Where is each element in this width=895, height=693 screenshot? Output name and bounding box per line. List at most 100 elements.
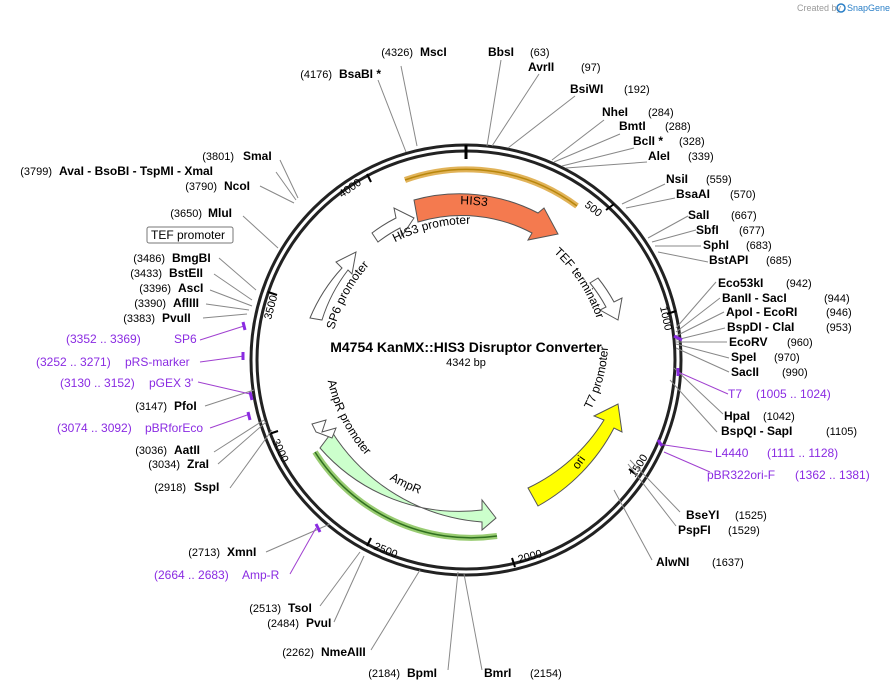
site-pos-tsoI: (2513) <box>249 603 281 615</box>
site-name-bstAPI[interactable]: BstAPI <box>709 253 748 267</box>
site-pos-eco53kI: (942) <box>786 278 812 290</box>
site-name-zraI[interactable]: ZraI <box>187 457 209 471</box>
ampr-arrow[interactable] <box>319 431 497 532</box>
brand-name: SnapGene <box>847 3 890 13</box>
tef-promoter-box[interactable] <box>146 226 234 244</box>
site-pos-bsiWI: (192) <box>624 84 650 96</box>
site-name-nheI[interactable]: NheI <box>602 105 628 119</box>
site-pos-ncoI: (3790) <box>185 181 217 193</box>
site-name-bsiWI[interactable]: BsiWI <box>570 82 603 96</box>
primer-name-t7[interactable]: T7 <box>728 387 742 401</box>
site-pos-bspDI-claI: (953) <box>826 322 852 334</box>
site-pos-sphI: (683) <box>746 240 772 252</box>
site-name-bmtI[interactable]: BmtI <box>619 119 646 133</box>
site-name-pspFI[interactable]: PspFI <box>678 523 711 537</box>
site-pos-avaI: (3799) <box>20 166 52 178</box>
site-name-tsoI[interactable]: TsoI <box>288 601 312 615</box>
primer-name-sp6[interactable]: SP6 <box>174 332 197 346</box>
site-name-mscI[interactable]: MscI <box>420 45 447 59</box>
site-name-bmgBI[interactable]: BmgBI <box>172 251 211 265</box>
primer-leader-lines <box>197 325 729 575</box>
ampr-promoter-arrow[interactable] <box>311 419 337 439</box>
site-name-hpaI[interactable]: HpaI <box>724 409 750 423</box>
site-name-sspI[interactable]: SspI <box>194 480 219 494</box>
his3-promoter-arrow[interactable] <box>371 207 415 243</box>
site-name-speI[interactable]: SpeI <box>731 350 756 364</box>
site-name-pvuI[interactable]: PvuI <box>306 616 331 630</box>
primer-range-sp6: (3352 .. 3369) <box>66 332 141 346</box>
site-pos-nmeAIII: (2262) <box>282 647 314 659</box>
primer-range-prs-marker: (3252 .. 3271) <box>36 355 111 369</box>
snapgene-logo-icon <box>836 3 846 13</box>
his3-arrow[interactable] <box>413 193 559 241</box>
site-pos-smaI: (3801) <box>202 151 234 163</box>
site-name-ascI[interactable]: AscI <box>178 281 203 295</box>
site-name-sphI[interactable]: SphI <box>703 238 729 252</box>
his3-highlight-line <box>404 168 578 207</box>
primer-name-prs-marker[interactable]: pRS-marker <box>125 355 190 369</box>
site-name-bmrI[interactable]: BmrI <box>484 666 511 680</box>
site-name-sbfI[interactable]: SbfI <box>696 223 719 237</box>
primer-range-t7: (1005 .. 1024) <box>756 387 831 401</box>
sp6-promoter-arrow[interactable] <box>309 251 357 321</box>
site-pos-alwNI: (1637) <box>712 557 744 569</box>
primer-name-pbr322ori-f[interactable]: pBR322ori-F <box>707 468 775 482</box>
primer-range-pbr322ori-f: (1362 .. 1381) <box>795 468 870 482</box>
site-name-xmnI[interactable]: XmnI <box>227 545 256 559</box>
site-name-aleI[interactable]: AleI <box>648 149 670 163</box>
site-pos-avrII: (97) <box>581 62 601 74</box>
site-pos-speI: (970) <box>774 352 800 364</box>
site-pos-apoI-ecoRI: (946) <box>826 307 852 319</box>
primer-name-pgex3[interactable]: pGEX 3' <box>149 376 193 390</box>
site-name-bsaAI[interactable]: BsaAI <box>676 187 710 201</box>
site-name-ncoI[interactable]: NcoI <box>224 179 250 193</box>
site-name-bbsI[interactable]: BbsI <box>488 45 514 59</box>
site-name-nsiI[interactable]: NsiI <box>666 172 688 186</box>
site-name-aflIII[interactable]: AflIII <box>173 296 199 310</box>
site-pos-bstEII: (3433) <box>130 268 162 280</box>
site-name-eco53kI[interactable]: Eco53kI <box>718 276 763 290</box>
site-pos-bsaAI: (570) <box>730 189 756 201</box>
site-name-pfoI[interactable]: PfoI <box>174 399 197 413</box>
site-name-sacII[interactable]: SacII <box>731 365 759 379</box>
site-pos-bstAPI: (685) <box>766 255 792 267</box>
primer-name-pbrforeco[interactable]: pBRforEco <box>145 421 203 435</box>
primer-name-amp-r[interactable]: Amp-R <box>242 568 280 582</box>
site-pos-sacII: (990) <box>782 367 808 379</box>
site-name-nmeAIII[interactable]: NmeAIII <box>321 645 366 659</box>
site-name-bsaBI[interactable]: BsaBI * <box>339 67 381 81</box>
primer-name-l4440[interactable]: L4440 <box>715 446 749 460</box>
site-pos-aleI: (339) <box>688 151 714 163</box>
tef-terminator-arrow[interactable] <box>589 277 623 321</box>
created-by-text: Created by <box>797 3 842 13</box>
site-name-mluI[interactable]: MluI <box>208 206 232 220</box>
site-name-bspQI-sapI[interactable]: BspQI - SapI <box>721 424 792 438</box>
site-pos-bseYI: (1525) <box>735 510 767 522</box>
site-name-banII-sacI[interactable]: BanII - SacI <box>722 291 787 305</box>
site-name-apoI-ecoRI[interactable]: ApoI - EcoRI <box>726 305 797 319</box>
site-pos-nheI: (284) <box>648 107 674 119</box>
site-name-avrII[interactable]: AvrII <box>528 60 554 74</box>
t7-promoter-label: T7 promoter <box>581 346 611 411</box>
site-name-bseYI[interactable]: BseYI <box>686 508 719 522</box>
site-pos-sbfI: (677) <box>739 225 765 237</box>
ori-arrow[interactable] <box>527 403 623 507</box>
primer-range-amp-r: (2664 .. 2683) <box>154 568 229 582</box>
site-name-smaI[interactable]: SmaI <box>243 149 272 163</box>
site-name-alwNI[interactable]: AlwNI <box>656 555 689 569</box>
site-name-bspDI-claI[interactable]: BspDI - ClaI <box>727 320 794 334</box>
site-name-avaI-group[interactable]: AvaI - BsoBI - TspMI - XmaI <box>59 164 213 178</box>
site-name-salI[interactable]: SalI <box>688 208 709 222</box>
site-name-aatII[interactable]: AatII <box>174 443 200 457</box>
site-name-ecoRV[interactable]: EcoRV <box>729 335 767 349</box>
site-name-bpmI[interactable]: BpmI <box>407 666 437 680</box>
site-pos-nsiI: (559) <box>706 174 732 186</box>
site-pos-hpaI: (1042) <box>763 411 795 423</box>
site-name-bstEII[interactable]: BstEII <box>169 266 203 280</box>
site-name-pvuII[interactable]: PvuII <box>162 311 191 325</box>
site-name-bclI[interactable]: BclI * <box>633 134 663 148</box>
primer-labels: (3352 .. 3369) SP6 (3252 .. 3271) pRS-ma… <box>36 332 870 582</box>
site-pos-bclI: (328) <box>679 136 705 148</box>
site-pos-bmgBI: (3486) <box>133 253 165 265</box>
